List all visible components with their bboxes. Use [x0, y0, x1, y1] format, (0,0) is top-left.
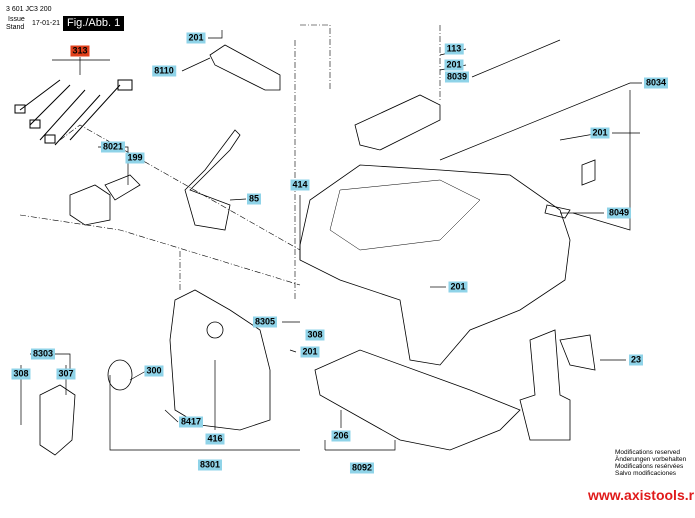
part-number: 3 601 JC3 200 — [6, 6, 52, 13]
part-label[interactable]: 85 — [246, 193, 262, 205]
note-line: Salvo modificaciones — [615, 470, 677, 477]
issue-label: Issue — [8, 16, 25, 23]
part-label[interactable]: 201 — [448, 281, 468, 293]
base-plate-part — [314, 349, 521, 451]
part-label[interactable]: 201 — [590, 127, 610, 139]
issue-date: 17-01-21 — [32, 20, 61, 27]
hook-part — [184, 129, 241, 231]
part-label[interactable]: 416 — [205, 433, 225, 445]
figure-label: Fig./Abb. 1 — [63, 16, 125, 31]
knob-part — [107, 359, 133, 391]
part-label[interactable]: 199 — [125, 152, 145, 164]
part-label[interactable]: 8092 — [349, 462, 375, 474]
wiring-harness-part — [14, 79, 133, 146]
guide-lines — [19, 24, 441, 300]
part-label[interactable]: 8034 — [643, 77, 669, 89]
bracket-plate-part — [39, 384, 76, 456]
front-cover-part — [169, 289, 271, 431]
note-line: Modifications resérvées — [615, 463, 684, 470]
part-label[interactable]: 414 — [290, 179, 310, 191]
part-label[interactable]: 206 — [331, 430, 351, 442]
part-label[interactable]: 300 — [144, 365, 164, 377]
switch-part — [69, 174, 141, 226]
stand-label: Stand — [6, 24, 25, 31]
part-label[interactable]: 8303 — [30, 348, 56, 360]
part-label[interactable]: 8049 — [606, 207, 632, 219]
note-line: Modifications reserved — [615, 449, 681, 456]
watermark-url: www.axistools.ru — [588, 487, 695, 503]
part-label-313[interactable]: 313 — [70, 45, 90, 57]
handle-part — [209, 44, 281, 91]
part-label[interactable]: 8110 — [152, 65, 176, 77]
hose-holder-part — [519, 329, 571, 441]
part-label[interactable]: 201 — [186, 32, 206, 44]
part-label[interactable]: 8021 — [100, 141, 126, 153]
carry-handle-part — [354, 94, 441, 151]
part-label[interactable]: 8039 — [444, 71, 470, 83]
part-label[interactable]: 201 — [300, 346, 320, 358]
part-label[interactable]: 23 — [628, 354, 644, 366]
part-label[interactable]: 201 — [444, 59, 464, 71]
part-label[interactable]: 308 — [11, 368, 31, 380]
modifications-notice: Modifications reserved Änderungen vorbeh… — [615, 449, 686, 477]
label-plate-part — [544, 204, 571, 219]
part-label[interactable]: 113 — [444, 43, 464, 55]
plate-part — [581, 159, 596, 186]
part-label[interactable]: 8417 — [178, 416, 204, 428]
part-label[interactable]: 8305 — [252, 316, 278, 328]
part-label[interactable]: 307 — [56, 368, 76, 380]
part-label[interactable]: 308 — [305, 329, 325, 341]
part-label[interactable]: 8301 — [197, 459, 223, 471]
main-housing-part — [299, 164, 571, 366]
leader-lines — [20, 30, 642, 451]
note-line: Änderungen vorbehalten — [615, 456, 687, 463]
